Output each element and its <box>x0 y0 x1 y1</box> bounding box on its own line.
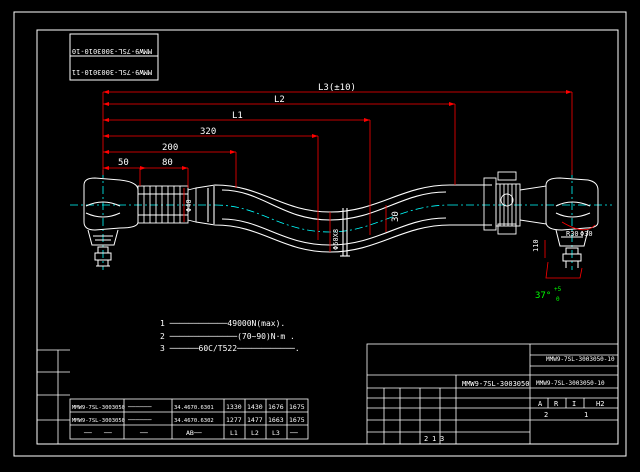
row2-x: 1675 <box>289 416 305 424</box>
footer-l2: L2 <box>251 429 259 437</box>
header-cell-r: R <box>554 400 559 408</box>
angle-upper: +5 <box>554 286 562 293</box>
row1-l3: 1676 <box>268 403 284 411</box>
dim-30: 30 <box>391 211 401 222</box>
left-margin-table <box>37 349 70 444</box>
row1-x: 1675 <box>289 403 305 411</box>
dim-phi40: Φ40 <box>185 199 193 212</box>
row2-name: ────── <box>127 416 152 424</box>
flipped-part-number-2: MMW9-7SL-3003010-11 <box>72 68 152 76</box>
dim-200: 200 <box>162 143 178 153</box>
footer-4: AB── <box>186 429 202 437</box>
note-2: 2 ──────────────(70~90)N·m . <box>160 332 295 341</box>
footer-l3: L3 <box>272 429 280 437</box>
footer-2: ── <box>103 429 112 437</box>
right-part-number-1: MMW9-7SL-3003050-10 <box>546 356 615 363</box>
right-clamp <box>483 171 547 235</box>
row1-l2: 1430 <box>247 403 263 411</box>
footer-x: ── <box>289 429 298 437</box>
dim-320: 320 <box>200 127 216 137</box>
center-part-number: MMW9-7SL-3003050 <box>462 380 529 388</box>
parts-table <box>69 398 309 440</box>
note-1: 1 ────────────49000N(max). <box>160 319 285 328</box>
dim-l1: L1 <box>232 111 243 121</box>
technical-notes: 1 ────────────49000N(max). 2 ───────────… <box>160 319 300 353</box>
footer-l1: L1 <box>230 429 238 437</box>
footer-1: ── <box>83 429 92 437</box>
header-cell-i: I <box>572 400 576 408</box>
dim-50: 50 <box>118 158 129 168</box>
right-ball-joint <box>545 177 599 268</box>
row2-ab: 34.4670.6302 <box>174 418 214 424</box>
flipped-part-number-1: MMW9-7SL-3003010-10 <box>72 47 152 55</box>
parts-table-text: MMW9-7SL-3003050 ────── 34.4670.6301 133… <box>72 403 305 437</box>
top-left-title-box: MMW9-7SL-3003010-10 MMW9-7SL-3003010-11 <box>69 33 159 81</box>
title-block-text: MMW9-7SL-3003050 MMW9-7SL-3003050-10 MMW… <box>424 356 615 443</box>
footer-3: ── <box>139 429 148 437</box>
dim-phi50: Φ50X8 <box>332 229 340 250</box>
row2-part: MMW9-7SL-3003050 <box>72 418 125 424</box>
dim-phi30: Φ30 <box>580 230 593 238</box>
note-3: 3 ──────60C/T522────────────. <box>160 344 300 353</box>
dim-l3: L3(±10) <box>318 83 356 93</box>
row1-part: MMW9-7SL-3003050 <box>72 405 125 411</box>
header-cell-a: A <box>538 400 543 408</box>
row1-name: ────── <box>127 403 152 411</box>
title-block <box>366 343 619 445</box>
row2-l2: 1477 <box>247 416 263 424</box>
dimension-lines <box>102 91 596 279</box>
dim-110: 110 <box>532 239 540 252</box>
right-small-2: 2 <box>544 411 548 419</box>
row1-ab: 34.4670.6301 <box>174 405 214 411</box>
angle-value: 37° <box>535 291 551 301</box>
bottom-cell-3: 3 <box>440 435 444 443</box>
dimension-arrowheads <box>103 90 572 170</box>
left-ball-joint <box>83 177 139 267</box>
right-small-1: 1 <box>584 411 588 419</box>
bottom-cell-1: 1 <box>432 435 436 443</box>
angle-lower: 0 <box>556 296 560 303</box>
drawing-frame <box>13 11 627 457</box>
header-cell-h2: H2 <box>596 400 604 408</box>
right-part-number-2: MMW9-7SL-3003050-10 <box>536 380 605 387</box>
row2-l3: 1663 <box>268 416 284 424</box>
dim-r30: R30 <box>566 230 579 238</box>
angle-tolerance: 37° +5 0 <box>535 286 562 303</box>
dimension-labels: L3(±10) L2 L1 320 200 50 80 30 Φ40 Φ50X8… <box>118 83 593 252</box>
bottom-cell-2: 2 <box>424 435 428 443</box>
left-clamp <box>137 185 197 224</box>
row1-l1: 1330 <box>226 403 242 411</box>
row2-l1: 1277 <box>226 416 242 424</box>
dim-80: 80 <box>162 158 173 168</box>
dim-l2: L2 <box>274 95 285 105</box>
